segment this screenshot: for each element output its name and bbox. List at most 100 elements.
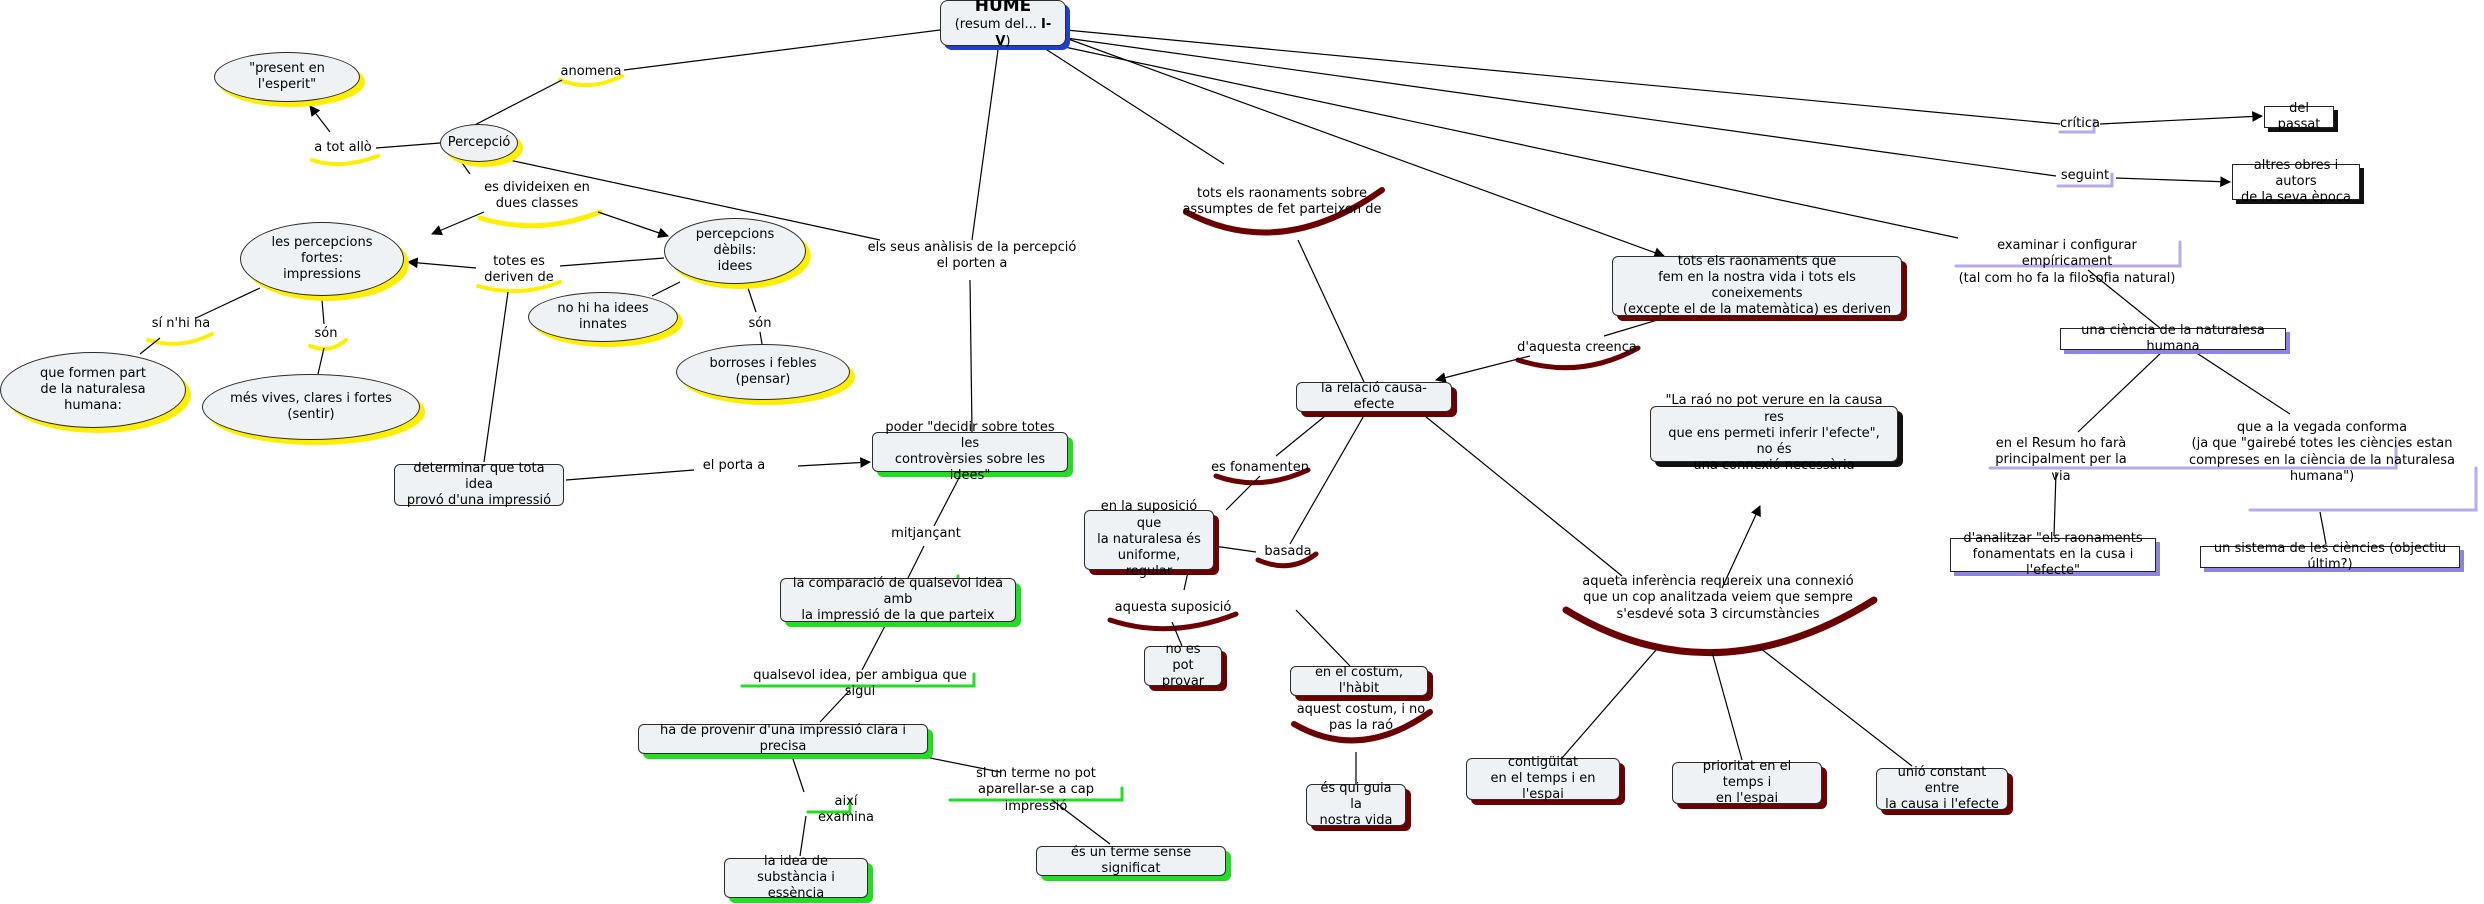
edge-divideixen-debils	[597, 211, 670, 238]
edge-qualsevol-provenir	[819, 689, 851, 723]
node-unio-constant[interactable]: unió constant entre la causa i l'efecte	[1876, 765, 2008, 812]
edge-hume-seguint	[1065, 37, 2057, 177]
edge-assumptes-causa	[1297, 239, 1365, 383]
node-analitzar-raonaments[interactable]: d'analitzar "els raonaments fonamentats …	[1950, 531, 2156, 578]
link-analisis-percepcio: els seus anàlisis de la percepció el por…	[867, 240, 1077, 272]
edge-totes-fortes	[406, 257, 477, 269]
node-present-en-lesperit[interactable]: "present en l'esperit"	[214, 52, 360, 102]
link-inferencia: aqueta inferència requereix una connexió…	[1582, 574, 1854, 622]
swoosh-son1	[308, 338, 348, 351]
edge-basada-costum	[1295, 609, 1351, 667]
edge-aixi-substancia	[799, 815, 807, 857]
node-percepcions-fortes[interactable]: les percepcions fortes: impressions	[240, 222, 404, 296]
link-seguint: seguint	[2060, 168, 2110, 183]
node-relacio-causa-efecte[interactable]: la relació causa-efecte	[1296, 381, 1452, 412]
link-si-nhi-ha: sí n'hi ha	[151, 316, 211, 331]
edge-inferencia-prioritat	[1711, 651, 1743, 761]
edge-percepcio-divideixen	[459, 159, 471, 175]
central-node-title: HUME	[974, 0, 1032, 17]
central-node-hume[interactable]: HUME (resum del... I-V)	[940, 0, 1066, 49]
node-guia-nostra-vida[interactable]: és qui guia la nostra vida	[1306, 781, 1406, 828]
node-ha-de-provenir[interactable]: ha de provenir d'una impressió clara i p…	[638, 723, 928, 754]
node-ciencia-naturalesa-humana[interactable]: una ciència de la naturalesa humana	[2060, 323, 2286, 354]
link-es-fonamenten: es fonamenten	[1211, 460, 1309, 475]
link-a-tot-allo: a tot allò	[314, 140, 372, 155]
underline-vegada	[2248, 466, 2478, 512]
node-que-formen-part[interactable]: que formen part de la naturalesa humana:	[0, 352, 186, 428]
node-tots-els-raonaments[interactable]: tots els raonaments que fem en la nostra…	[1612, 254, 1902, 317]
link-decorations	[146, 74, 2478, 814]
node-determinar[interactable]: determinar que tota idea provó d'una imp…	[394, 461, 564, 508]
node-del-passat[interactable]: del passat	[2264, 101, 2334, 132]
swoosh-anomena	[558, 74, 624, 88]
swoosh-es-divideixen	[477, 209, 603, 229]
node-no-es-pot-provar[interactable]: no es pot provar	[1144, 642, 1222, 689]
link-daquesta-creenca: d'aquesta creença	[1517, 340, 1637, 355]
edge-provenir-siunterme	[899, 751, 1001, 773]
central-node-subtitle: (resum del... I-V)	[954, 17, 1052, 49]
edge-inferencia-contiguitat	[1561, 649, 1657, 759]
node-altres-obres[interactable]: altres obres i autors de la seva època	[2232, 158, 2360, 205]
node-prioritat[interactable]: prioritat en el temps i en l'espai	[1672, 759, 1822, 806]
edge-fonamenten-suposicio	[1225, 475, 1261, 511]
edge-hume-assumptes	[1043, 47, 1225, 165]
edge-suposicio-aquesta	[1183, 571, 1189, 591]
swoosh-aquesta-suposicio	[1107, 611, 1239, 632]
swoosh-es-fonamenten	[1213, 467, 1311, 486]
edge-porta-poder	[797, 457, 872, 468]
edge-percepcio-atotallo	[375, 142, 441, 149]
edge-debils-innates	[651, 281, 681, 297]
edge-son2-borroses	[759, 331, 763, 345]
node-borroses-i-febles[interactable]: borroses i febles (pensar)	[676, 344, 850, 400]
edge-creenca-causa	[1434, 355, 1531, 383]
edge-ciencia-resum	[2077, 349, 2165, 433]
swoosh-totes-deriven	[476, 280, 562, 294]
node-suposicio-naturalesa[interactable]: en la suposició que la naturalesa és uni…	[1084, 499, 1214, 579]
edge-causa-inferencia	[1419, 411, 1623, 577]
edge-mitjancant-comparacio	[907, 545, 925, 579]
swoosh-daquesta-creenca	[1515, 345, 1641, 371]
node-terme-sense-significat[interactable]: és un terme sense significat	[1036, 845, 1226, 876]
node-comparacio[interactable]: la comparació de qualsevol idea amb la i…	[780, 576, 1016, 623]
link-tots-assumptes: tots els raonaments sobre assumptes de f…	[1182, 186, 1382, 218]
node-costum-habit[interactable]: en el costum, l'hàbit	[1290, 665, 1428, 696]
swoosh-basada	[1255, 551, 1319, 569]
edge-divideixen-fortes	[431, 211, 485, 236]
link-son-1: són	[314, 326, 338, 341]
node-percepcio[interactable]: Percepció	[440, 124, 518, 162]
underline-resum-fara	[1988, 444, 2398, 470]
link-aquest-costum: aquest costum, i no pas la raó	[1296, 702, 1426, 734]
edge-causa-fonamenten	[1275, 411, 1331, 457]
underline-examinar	[1954, 240, 2182, 268]
swoosh-inferencia	[1562, 596, 1878, 657]
edge-fortes-sinhiha	[195, 287, 261, 319]
underline-qualsevol	[740, 672, 976, 688]
underline-critica	[2058, 118, 2096, 134]
edge-totes-determinar	[483, 291, 509, 463]
node-substancia-essencia[interactable]: la idea de substància i essència	[724, 854, 868, 901]
edge-ciencia-vegada	[2191, 349, 2291, 415]
node-sistema-ciencies[interactable]: un sistema de les ciències (objectiu últ…	[2200, 541, 2460, 572]
edge-fortes-son1	[321, 299, 325, 325]
node-no-hi-ha-idees-innates[interactable]: no hi ha idees innates	[528, 292, 678, 342]
node-contiguitat[interactable]: contigüitat en el temps i en l'espai	[1466, 755, 1620, 802]
link-si-un-terme: si un terme no pot aparellar-se a cap im…	[976, 766, 1096, 814]
link-aixi-examina: així examina	[818, 794, 874, 826]
edge-sinhiha-formen	[139, 337, 161, 355]
underline-aixi-examina	[806, 798, 852, 814]
link-aquesta-suposicio: aquesta suposició	[1114, 600, 1232, 615]
node-percepcions-debils[interactable]: percepcions dèbils: idees	[664, 218, 806, 284]
edge-causa-basada	[1289, 411, 1367, 545]
node-rao-no-pot[interactable]: "La raó no pot verure en la causa res qu…	[1650, 393, 1898, 473]
link-mitjancant: mitjançant	[891, 526, 961, 541]
edge-resum-analitzar	[2053, 471, 2057, 537]
node-mes-vives[interactable]: més vives, clares i fortes (sentir)	[202, 374, 420, 440]
link-vegada-conforma: que a la vegada conforma (ja que "gaireb…	[2189, 420, 2455, 484]
edge-debils-son2	[747, 287, 757, 313]
edge-anomena-percepcio	[464, 79, 563, 131]
swoosh-si-nhi-ha	[146, 332, 214, 346]
swoosh-aquest-costum	[1291, 709, 1433, 744]
node-poder-decidir[interactable]: poder "decidir sobre totes les controvèr…	[872, 420, 1068, 483]
edge-siunterme-sense	[1051, 799, 1111, 845]
